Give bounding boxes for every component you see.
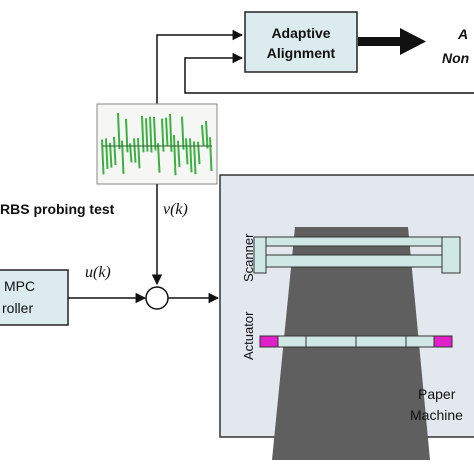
signal-spike — [157, 143, 161, 173]
signal-spike — [193, 141, 197, 175]
actuator-left-end — [259, 335, 279, 348]
signal-spike — [169, 113, 173, 152]
paper-machine-label-1: Paper — [418, 386, 456, 402]
actuator-label: Actuator — [241, 311, 256, 360]
adaptive-alignment-label-1: Adaptive — [271, 25, 330, 41]
signal-spike — [165, 117, 169, 147]
probe-to-alignment-line — [156, 29, 244, 104]
signal-spike — [205, 120, 209, 149]
u-signal-label: u(k) — [85, 264, 111, 281]
feedback-line — [184, 52, 474, 94]
v-signal-label: v(k) — [163, 201, 188, 218]
actuator-bar — [259, 335, 453, 348]
signal-spike — [101, 139, 105, 175]
signal-spike — [153, 116, 157, 151]
signal-spike — [177, 140, 181, 168]
output-label-1: A — [457, 26, 468, 42]
adaptive-alignment-label-2: Alignment — [267, 45, 336, 61]
signal-spike — [129, 143, 133, 163]
mpc-controller-block: MPC roller — [0, 269, 69, 326]
adaptive-alignment-block: Adaptive Alignment — [244, 11, 358, 73]
controller-label-1: MPC — [4, 278, 35, 294]
scanner-frame — [253, 236, 461, 274]
probing-test-label: RBS probing test — [0, 201, 115, 217]
output-arrow — [358, 28, 426, 55]
signal-spike — [197, 141, 201, 165]
signal-spike — [137, 138, 141, 169]
rbs-signal-waveform — [101, 113, 213, 176]
signal-spike — [185, 138, 189, 165]
paper-machine-panel: Scanner Actuator Paper Machine — [219, 174, 474, 460]
signal-spike — [201, 124, 205, 146]
signal-spike — [133, 138, 137, 163]
signal-spike — [125, 118, 129, 153]
paper-machine-label-2: Machine — [410, 407, 463, 423]
rbs-signal-plot — [96, 103, 218, 185]
summing-junction — [145, 286, 169, 310]
controller-label-2: roller — [2, 300, 33, 316]
signal-spike — [105, 138, 109, 169]
signal-spike — [109, 142, 113, 168]
actuator-right-end — [433, 335, 453, 348]
signal-spike — [181, 116, 185, 150]
signal-spike — [209, 137, 213, 172]
signal-spike — [173, 134, 177, 176]
signal-spike — [117, 113, 121, 150]
output-label-2: Non — [442, 50, 469, 66]
scanner-label: Scanner — [241, 233, 256, 282]
signal-spike — [113, 136, 117, 166]
signal-spike — [189, 138, 193, 173]
